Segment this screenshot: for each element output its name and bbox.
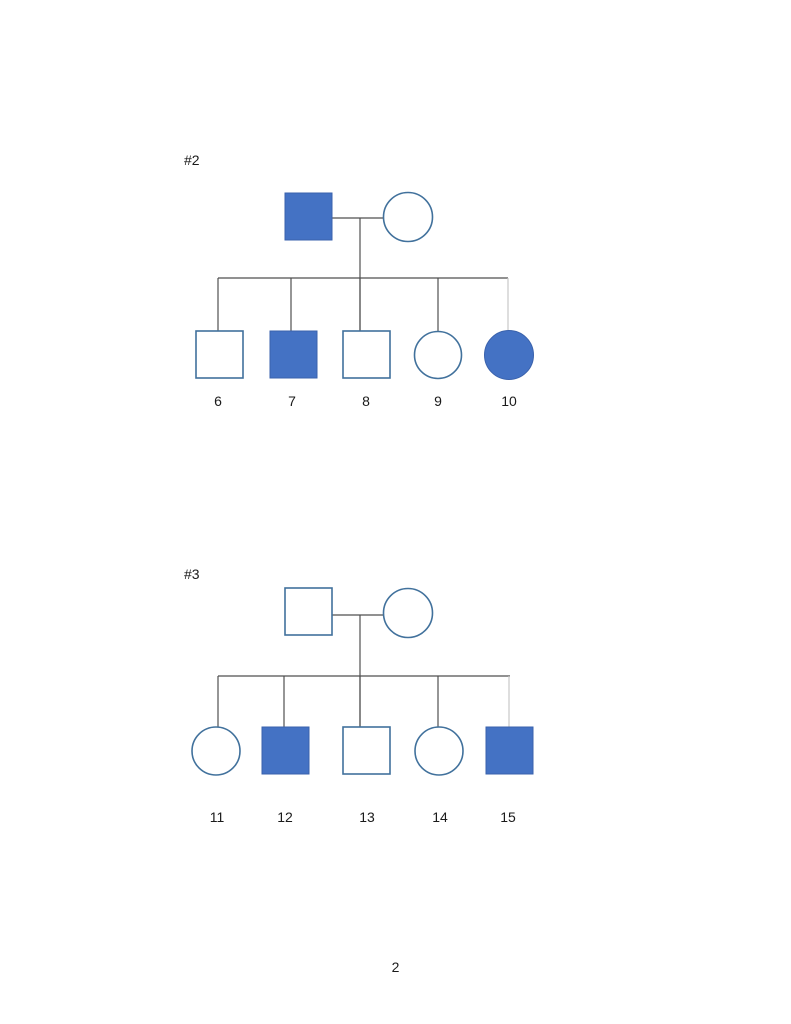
- pedigree-3-individual-14-shape: [414, 726, 464, 776]
- pedigree-2-individual-6-shape: [195, 330, 244, 379]
- pedigree-2-individual-10-number: 10: [501, 393, 517, 409]
- pedigree-2-father-shape: [284, 192, 333, 241]
- pedigree-2-individual-7-number: 7: [288, 393, 296, 409]
- pedigree-2-individual-9-number: 9: [434, 393, 442, 409]
- pedigree-3: 11 12 13 14 15: [191, 587, 534, 825]
- pedigree-3-mother-shape: [382, 587, 434, 639]
- pedigree-2-individual-6-number: 6: [214, 393, 222, 409]
- pedigree-2-individual-10-shape: [484, 330, 534, 380]
- pedigree-3-individual-11-number: 11: [210, 809, 225, 825]
- page-number: 2: [391, 959, 400, 975]
- pedigree-2-individual-7-shape: [269, 330, 318, 379]
- pedigree-2-label: #2: [184, 152, 200, 168]
- pedigree-2: 6 7 8 9 10: [195, 191, 534, 409]
- pedigree-3-individual-15-number: 15: [500, 809, 516, 825]
- pedigree-3-individual-12-number: 12: [277, 809, 293, 825]
- pedigree-2-individual-8-shape: [342, 330, 391, 379]
- pedigree-3-father-shape: [284, 587, 333, 636]
- pedigree-3-individual-12-shape: [261, 726, 310, 775]
- pedigree-3-individual-15-shape: [485, 726, 534, 775]
- pedigree-3-individual-11-shape: [191, 726, 241, 776]
- pedigree-3-individual-14-number: 14: [432, 809, 448, 825]
- pedigree-3-individual-13-number: 13: [359, 809, 375, 825]
- pedigree-2-mother-shape: [382, 191, 434, 243]
- pedigree-2-individual-9-shape: [413, 330, 463, 380]
- pedigree-2-individual-8-number: 8: [362, 393, 370, 409]
- pedigree-3-label: #3: [184, 566, 200, 582]
- pedigree-3-individual-13-shape: [342, 726, 391, 775]
